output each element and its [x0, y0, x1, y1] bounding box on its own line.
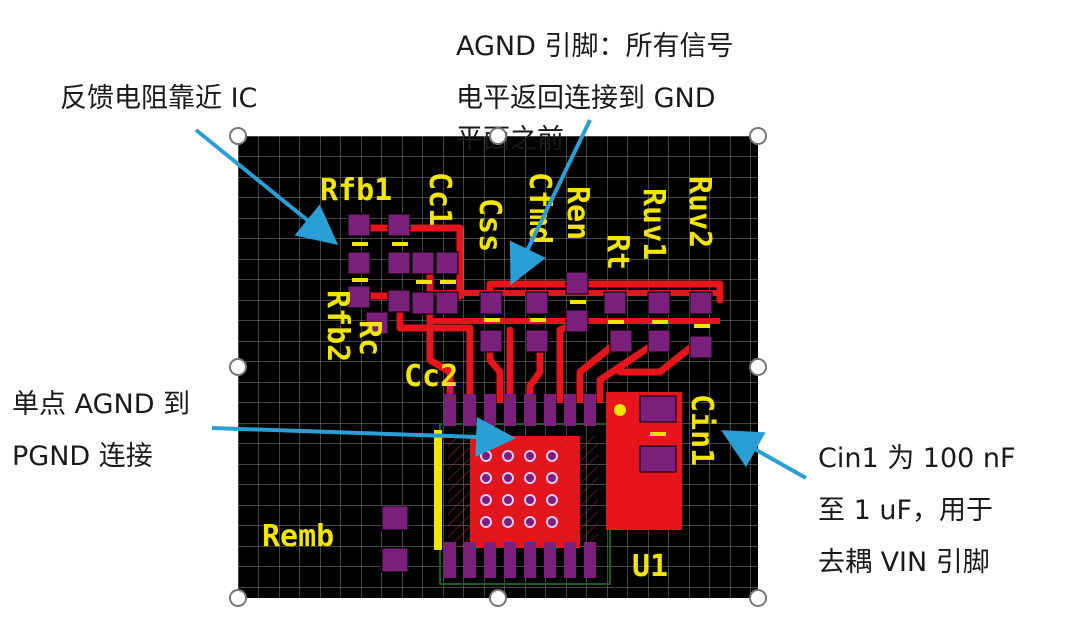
label-rfb1: Rfb1: [320, 173, 392, 208]
label-cfmd: Cfmd: [522, 172, 557, 244]
single-point-note-line1: 单点 AGND 到: [12, 389, 191, 420]
silk-ticks: [352, 242, 710, 436]
label-rt: Rt: [600, 234, 635, 270]
u1-silk-left: [434, 430, 442, 550]
label-ren: Ren: [560, 186, 595, 240]
label-css: Css: [472, 198, 507, 252]
label-cc2: Cc2: [404, 359, 458, 394]
component-pads: [347, 213, 713, 573]
arrow-single-point: [211, 416, 516, 457]
arrow-cin: [721, 430, 807, 480]
u1-bottom-pins: [444, 542, 596, 578]
arrow-feedback: [194, 128, 339, 246]
cin-note-line3: 去耦 VIN 引脚: [818, 547, 990, 578]
single-point-note-line2: PGND 连接: [12, 441, 153, 472]
label-remb: Remb: [262, 519, 334, 554]
cin-note-line1: Cin1 为 100 nF: [818, 443, 1016, 474]
label-cc1: Cc1: [422, 172, 457, 226]
agnd-pin-note-line2: 电平返回连接到 GND: [456, 83, 716, 114]
agnd-pin-note-line1: AGND 引脚：所有信号: [456, 31, 734, 62]
feedback-resistor-note: 反馈电阻靠近 IC: [60, 83, 258, 114]
cin-note-line2: 至 1 uF，用于: [818, 495, 993, 526]
label-u1: U1: [632, 549, 668, 584]
label-cin1: Cin1: [684, 394, 719, 466]
label-rc: Rc: [352, 320, 387, 356]
label-ruv1: Ruv1: [636, 188, 671, 260]
agnd-pin-note-line3: 平面之前: [456, 124, 564, 155]
u1-pin1-dot: [614, 404, 626, 416]
label-ruv2: Ruv2: [682, 176, 717, 248]
u1-hatched-area: [448, 436, 598, 548]
arrow-agnd: [509, 119, 592, 286]
callout-arrows: [194, 119, 807, 480]
selection-handles[interactable]: [229, 127, 767, 607]
label-rfb2: Rfb2: [320, 290, 355, 362]
